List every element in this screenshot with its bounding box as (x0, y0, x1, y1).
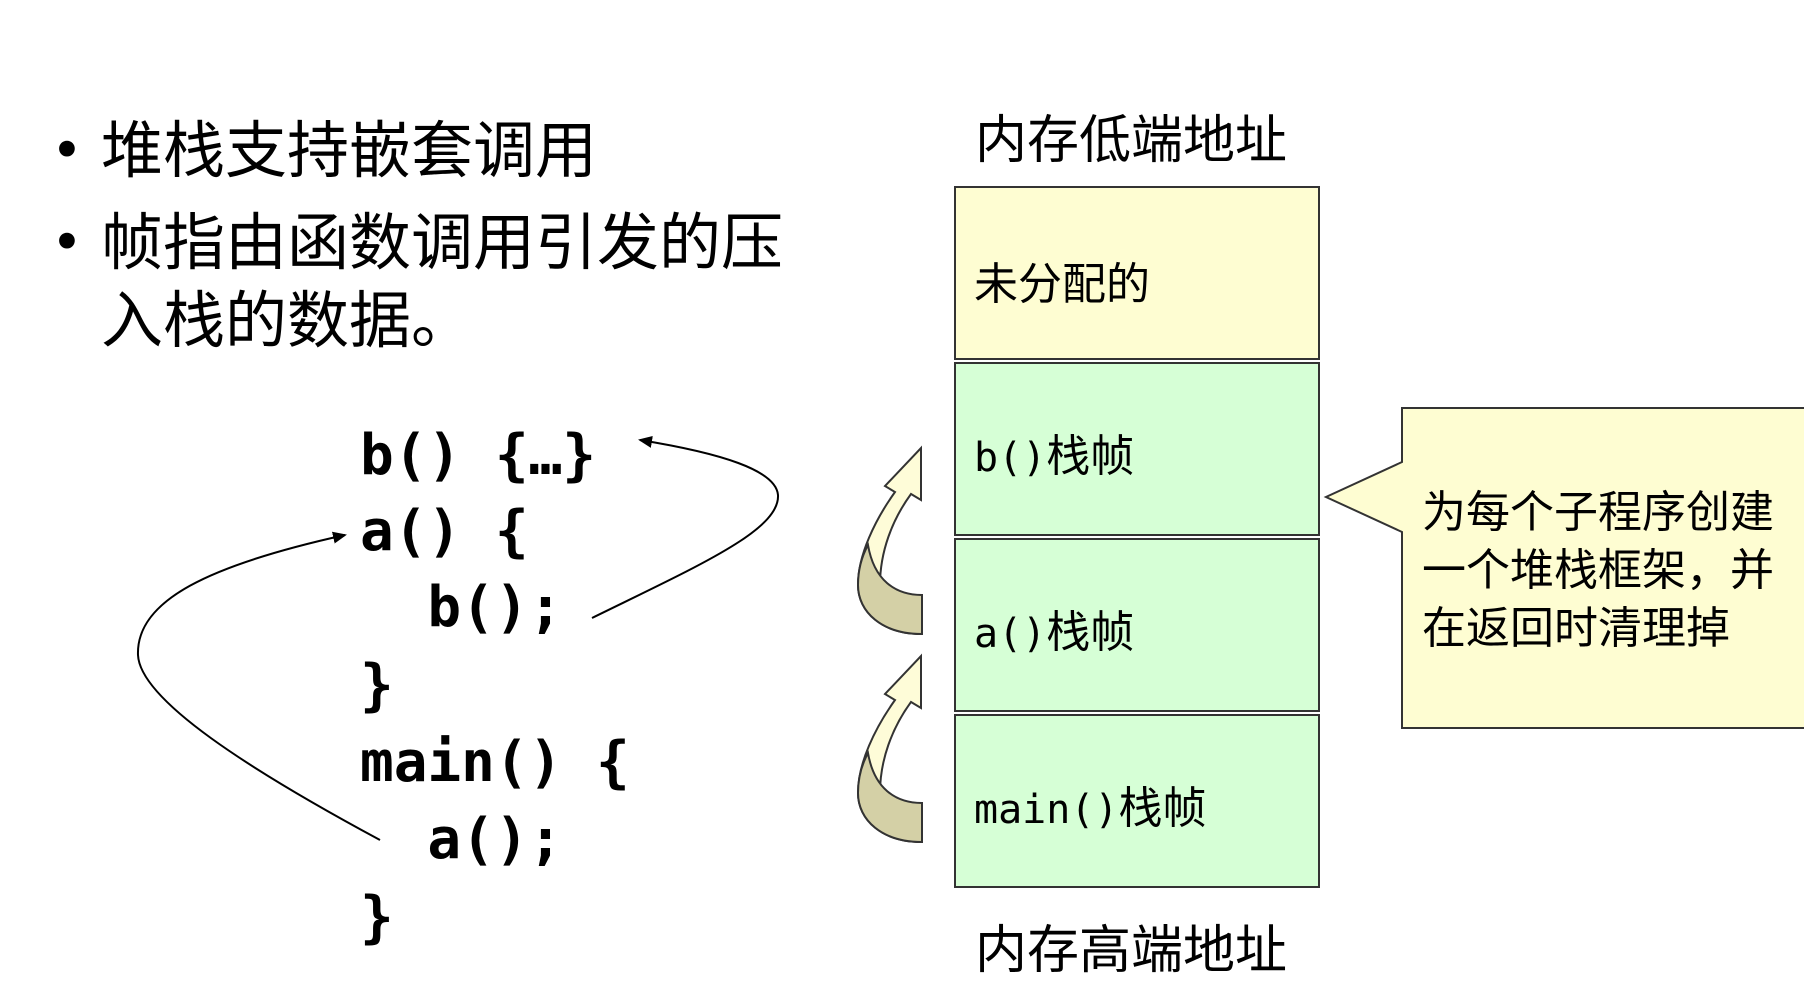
frame-label: main()栈帧 (974, 772, 1207, 836)
stack-frame-b: b()栈帧 (954, 362, 1320, 536)
callout-box (1323, 407, 1804, 729)
frame-label: 未分配的 (974, 259, 1150, 310)
frame-func: a() (974, 611, 1047, 657)
bullet-dot-icon: • (51, 211, 83, 274)
push-arrow-a-to-b (856, 445, 923, 636)
bullet-text-line: 帧指由函数调用引发的压 (101, 206, 784, 279)
code-line-main-def: main() { (360, 730, 630, 795)
memory-high-label: 内存高端地址 (975, 921, 1288, 981)
bullet-item: • 帧指由函数调用引发的压 入栈的数据。 (45, 204, 825, 360)
stack-frame-main: main()栈帧 (954, 714, 1320, 888)
bullet-item: • 堆栈支持嵌套调用 (45, 112, 825, 190)
bullet-dot-icon: • (51, 119, 83, 182)
code-line-b-def: b() {…} (360, 423, 597, 488)
code-line-main-close: } (360, 885, 394, 950)
frame-label: a()栈帧 (974, 596, 1134, 660)
frame-func: main() (974, 787, 1119, 833)
frame-suffix: 栈帧 (1046, 431, 1135, 482)
stack-frame-unallocated: 未分配的 (954, 186, 1320, 360)
bullet-text: 堆栈支持嵌套调用 (101, 114, 598, 187)
code-line-a-def: a() { (360, 499, 529, 564)
code-line-b-call: b(); (360, 575, 563, 640)
bullet-text: 帧指由函数调用引发的压 入栈的数据。 (101, 206, 783, 357)
frame-func: b() (974, 435, 1047, 481)
callout-text: 为每个子程序创建 一个堆栈框架，并 在返回时清理掉 (1422, 487, 1774, 654)
call-arrow-a-to-b (591, 436, 780, 619)
call-arrow-main-to-a (136, 531, 381, 841)
code-line-a-call: a(); (360, 807, 563, 872)
bullet-list: • 堆栈支持嵌套调用 • 帧指由函数调用引发的压 入栈的数据。 (45, 112, 825, 374)
memory-low-label: 内存低端地址 (975, 111, 1288, 171)
bullet-text-line: 入栈的数据。 (101, 284, 474, 357)
frame-label: b()栈帧 (974, 420, 1134, 484)
stack-frame-a: a()栈帧 (954, 538, 1320, 712)
frame-suffix: 栈帧 (1118, 783, 1207, 834)
push-arrow-main-to-a (856, 653, 923, 844)
code-line-a-close: } (360, 653, 394, 718)
frame-suffix: 栈帧 (1046, 607, 1135, 658)
